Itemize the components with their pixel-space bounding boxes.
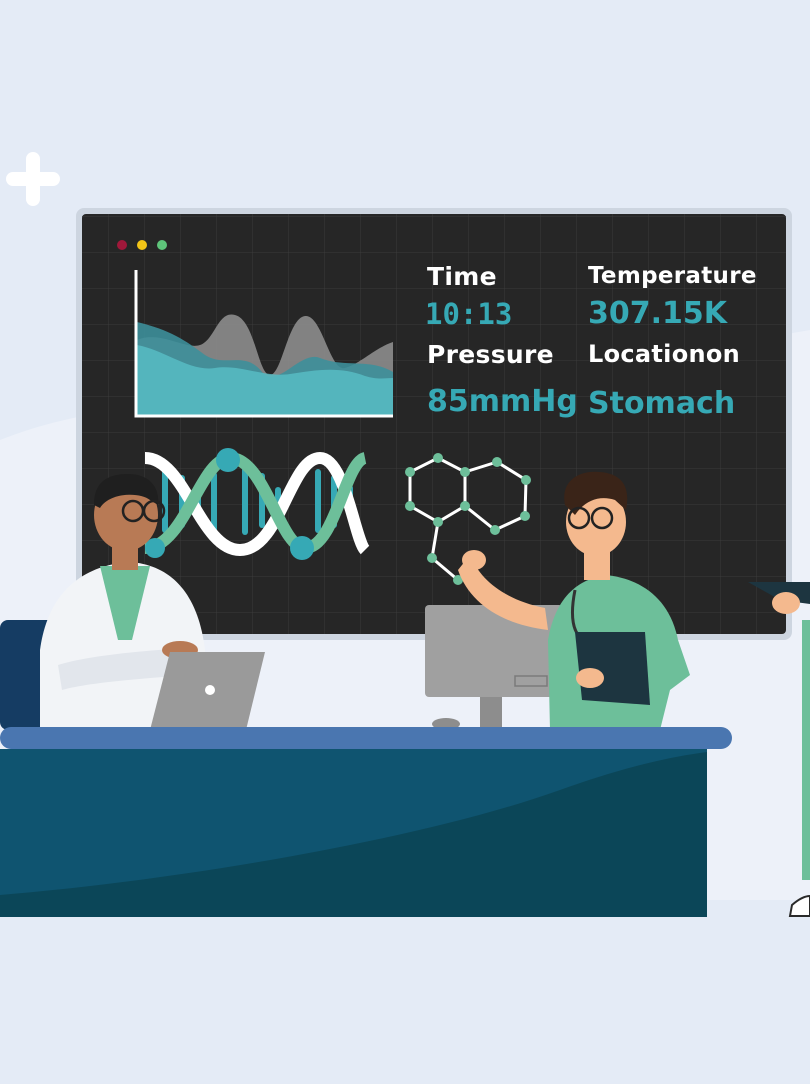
temperature-value: 307.15K bbox=[588, 296, 728, 331]
laptop-icon bbox=[150, 652, 265, 730]
pressure-value: 85mmHg bbox=[427, 384, 578, 419]
desk bbox=[0, 727, 732, 917]
temperature-label: Temperature bbox=[588, 263, 757, 289]
window-dot-green bbox=[157, 240, 167, 250]
doctor-right bbox=[458, 471, 690, 730]
wave-graph bbox=[134, 270, 393, 418]
window-dot-red bbox=[117, 240, 127, 250]
location-label: Locationon bbox=[588, 340, 741, 368]
window-dot-yellow bbox=[137, 240, 147, 250]
time-label: Time bbox=[427, 262, 497, 291]
time-value: 10:13 bbox=[425, 297, 513, 331]
plus-icon bbox=[6, 152, 60, 206]
doctor-right-partial bbox=[748, 582, 810, 917]
dna-icon bbox=[144, 448, 371, 560]
pressure-label: Pressure bbox=[427, 340, 554, 369]
location-value: Stomach bbox=[588, 386, 736, 421]
